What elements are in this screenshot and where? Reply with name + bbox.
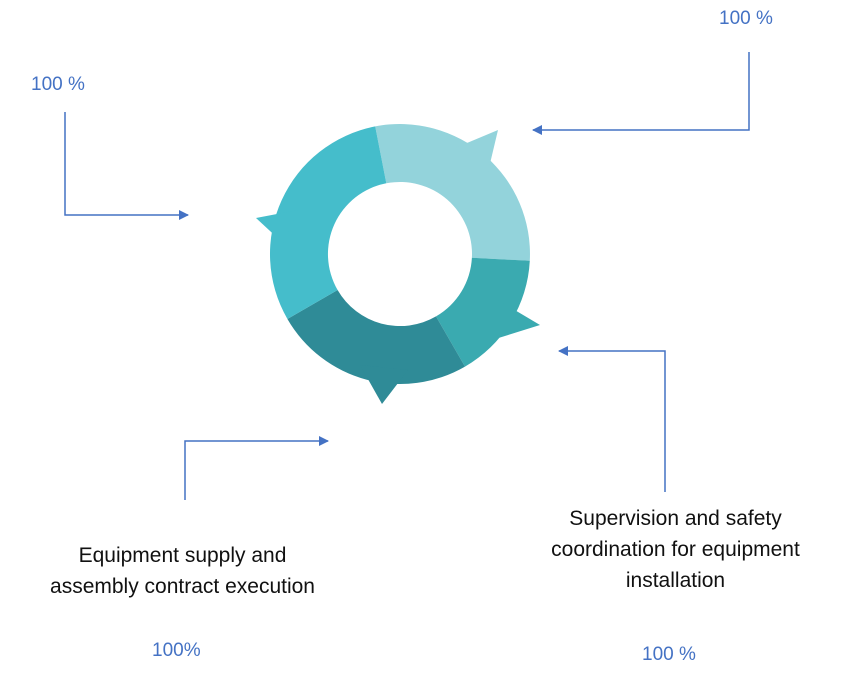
arrow-bottom-right [558, 346, 666, 492]
label-bottom-right: Supervision and safety coordination for … [508, 503, 843, 596]
percent-top-left: 100 % [31, 74, 85, 95]
chevron-tip-top-right [455, 130, 498, 172]
segment-bottom [287, 290, 465, 385]
chevron-tip-bottom [360, 365, 408, 404]
percent-bottom-left: 100% [152, 640, 201, 661]
chevron-tip-right [492, 300, 540, 340]
percent-top-right: 100 % [719, 8, 773, 29]
arrow-top-right [532, 52, 750, 135]
arrow-bottom-left [184, 436, 329, 500]
label-bottom-right-line-3: installation [625, 569, 726, 592]
chevron-tip-left [256, 210, 298, 243]
segment-left [269, 126, 387, 320]
label-bottom-right-line-1: Supervision and safety [569, 507, 782, 530]
arrow-top-left [64, 112, 189, 220]
percent-bottom-right: 100 % [642, 644, 696, 665]
segment-right [436, 257, 530, 367]
segment-top-right [375, 124, 530, 261]
label-bottom-left-line-2: assembly contract execution [50, 575, 315, 598]
label-bottom-left: Equipment supply and assembly contract e… [10, 540, 355, 602]
label-bottom-right-line-2: coordination for equipment [551, 538, 800, 561]
connector-arrows [64, 52, 750, 500]
cycle-ring [256, 124, 540, 404]
label-bottom-left-line-1: Equipment supply and [78, 544, 287, 567]
